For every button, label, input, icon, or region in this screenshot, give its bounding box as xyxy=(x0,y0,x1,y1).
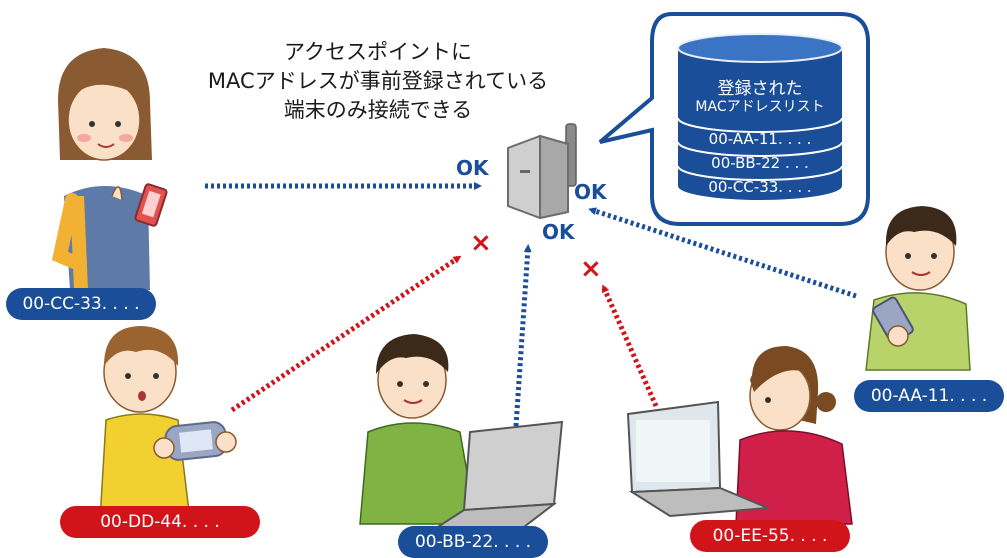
mac-list-title-2: MACアドレスリスト xyxy=(695,99,825,115)
denied-cross-ee55: × xyxy=(580,254,602,284)
caption-line-2: MACアドレスが事前登録されている xyxy=(207,69,549,93)
caption-line-3: 端末のみ接続できる xyxy=(283,98,473,122)
mac-list-entry-1: 00-AA-11. . . . xyxy=(708,130,812,148)
user-boy-game-console-illustration xyxy=(99,326,237,521)
mac-tag-ee55: 00-EE-55. . . . xyxy=(690,520,850,552)
wireless-access-point-icon xyxy=(507,123,577,220)
connection-allowed-bb22 xyxy=(513,244,532,427)
mac-list-title-1: 登録された xyxy=(717,79,803,99)
mac-tag-dd44: 00-DD-44. . . . xyxy=(60,506,260,538)
ok-label-aa11: OK xyxy=(574,180,607,204)
user-woman-smartphone-illustration xyxy=(51,48,168,290)
user-man-laptop-illustration xyxy=(359,334,564,534)
mac-tag-aa11: 00-AA-11. . . . xyxy=(854,380,1004,412)
database-cylinder-icon xyxy=(677,33,843,200)
diagram-caption: アクセスポイントに MACアドレスが事前登録されている 端末のみ接続できる xyxy=(168,38,588,125)
mac-list-entry-2: 00-BB-22 . . . xyxy=(711,154,809,172)
ok-label-bb22: OK xyxy=(542,220,575,244)
denied-cross-dd44: × xyxy=(470,228,492,258)
user-woman-laptop-illustration xyxy=(626,346,853,525)
user-man-tablet-illustration xyxy=(865,206,971,371)
ok-label-cc33: OK xyxy=(456,156,489,180)
connection-allowed-aa11 xyxy=(588,207,857,299)
caption-line-1: アクセスポイントに xyxy=(284,40,472,64)
mac-tag-bb22: 00-BB-22. . . . xyxy=(398,526,548,558)
connection-denied-ee55 xyxy=(601,284,659,408)
mac-list-entry-3: 00-CC-33. . . . xyxy=(708,178,812,196)
mac-tag-cc33: 00-CC-33. . . . xyxy=(6,288,156,320)
